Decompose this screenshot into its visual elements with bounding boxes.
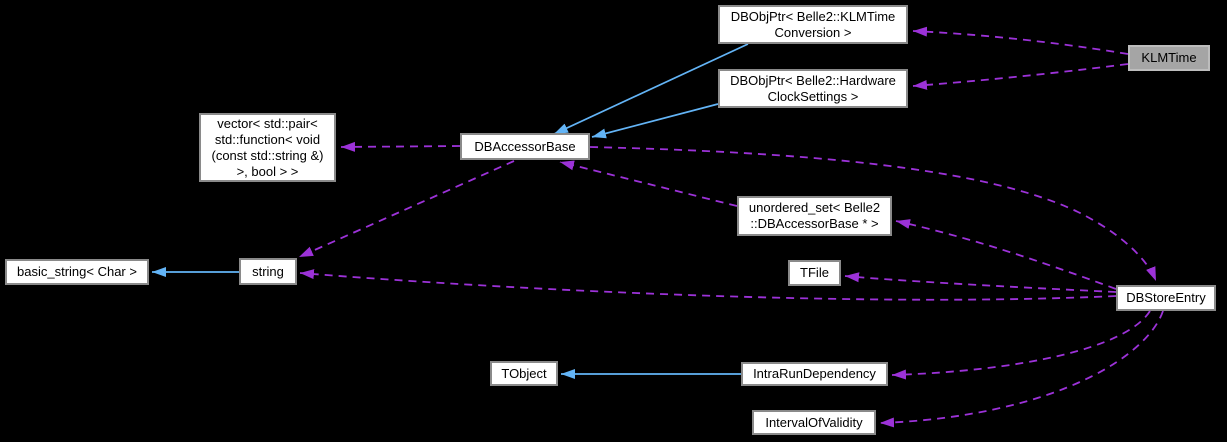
edge-dbstoreentry-to-tfile <box>844 272 1117 293</box>
node-tfile[interactable]: TFile <box>788 260 841 286</box>
node-dbaccessorbase[interactable]: DBAccessorBase <box>460 133 590 160</box>
node-tobject[interactable]: TObject <box>490 361 558 386</box>
node-dbobjptr-klmtimeconversion[interactable]: DBObjPtr< Belle2::KLMTime Conversion > <box>718 5 908 44</box>
edge-klmtime-to-dbobjptr-klmtimeconversion <box>912 26 1129 55</box>
node-unordered-set-dbaccessorbase[interactable]: unordered_set< Belle2 ::DBAccessorBase *… <box>737 196 892 236</box>
node-string[interactable]: string <box>239 258 297 285</box>
edge-dbstoreentry-to-intrarundependency <box>891 310 1151 380</box>
node-dbobjptr-hardwareclocksettings[interactable]: DBObjPtr< Belle2::Hardware ClockSettings… <box>718 69 908 108</box>
edge-dbstoreentry-to-string <box>299 269 1117 301</box>
edge-dbobjptr-hardwareclocksettings-to-dbaccessorbase <box>591 103 719 139</box>
node-basic-string[interactable]: basic_string< Char > <box>5 259 149 285</box>
node-intervalofvalidity[interactable]: IntervalOfValidity <box>752 410 876 435</box>
edge-dbobjptr-klmtimeconversion-to-dbaccessorbase <box>553 43 749 135</box>
node-dbstoreentry[interactable]: DBStoreEntry <box>1116 285 1216 311</box>
node-vector-pair-function[interactable]: vector< std::pair< std::function< void (… <box>199 113 336 182</box>
edge-dbaccessorbase-to-dbstoreentry <box>589 146 1157 282</box>
edge-dbstoreentry-to-unordered-set <box>895 219 1117 290</box>
node-klmtime[interactable]: KLMTime <box>1128 45 1210 71</box>
edge-dbaccessorbase-to-vector <box>340 141 461 152</box>
edge-klmtime-to-dbobjptr-hardwareclocksettings <box>912 63 1129 90</box>
edge-dbstoreentry-to-intervalofvalidity <box>879 310 1164 428</box>
edge-unordered-set-to-dbaccessorbase <box>559 160 738 207</box>
edge-dbaccessorbase-to-string <box>298 160 515 258</box>
node-intrarundependency[interactable]: IntraRunDependency <box>741 362 888 386</box>
